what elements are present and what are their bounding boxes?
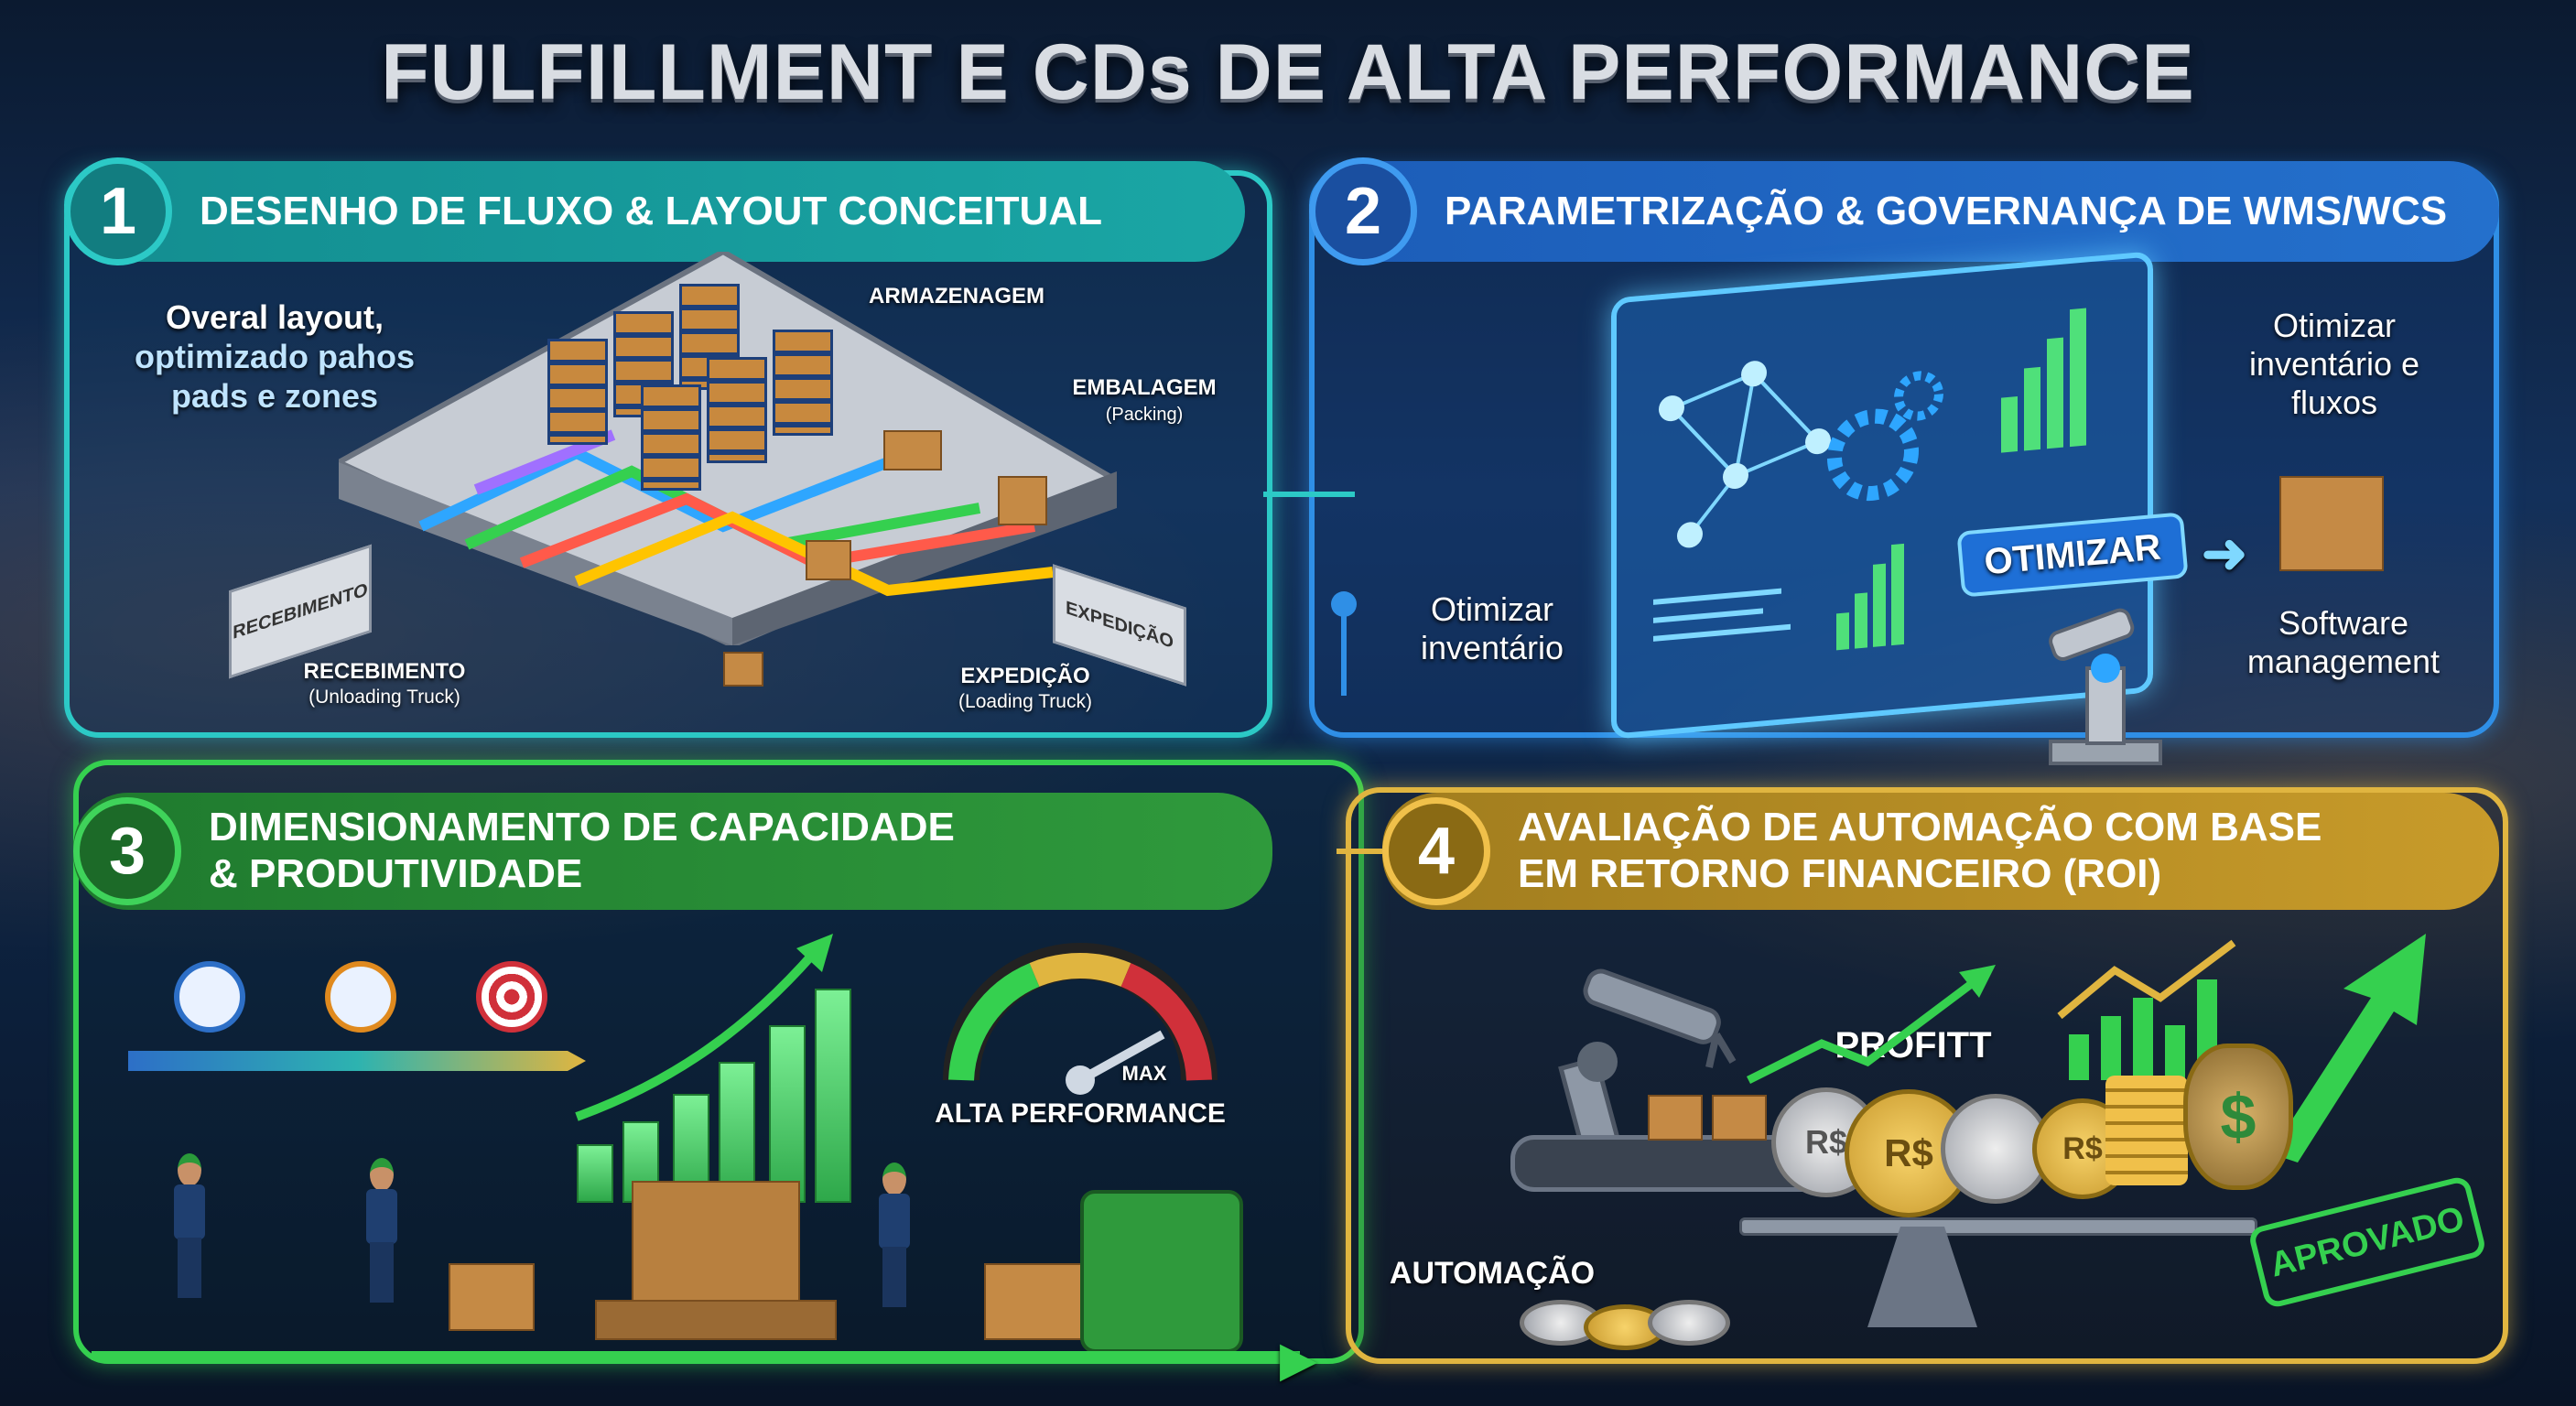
zone-expedicao-sub: (Loading Truck): [958, 691, 1092, 712]
section-2-title: PARAMETRIZAÇÃO & GOVERNANÇA DE WMS/WCS: [1445, 188, 2448, 233]
zone-embalagem-sub: (Packing): [1105, 405, 1184, 425]
zone-expedicao: EXPEDIÇÃO: [960, 664, 1090, 688]
section-3-number: 3: [73, 797, 181, 905]
performance-gauge-icon: [943, 943, 1218, 1095]
storage-rack: [707, 357, 767, 463]
forklift-icon: [1080, 1190, 1243, 1353]
package-icon: [2279, 476, 2384, 571]
automacao-label: AUTOMAÇÃO: [1389, 1256, 1596, 1291]
arrow-right-icon: ▶: [1280, 1334, 1316, 1385]
section-1-header: 1 DESENHO DE FLUXO & LAYOUT CONCEITUAL: [64, 157, 1245, 265]
layout-callout-line1: Overal layout,: [165, 298, 384, 336]
package: [806, 540, 851, 580]
wms-left-label-line1: Otimizar: [1431, 590, 1553, 628]
wms-left-label-line2: inventário: [1420, 629, 1564, 666]
growth-bar: [577, 1144, 613, 1203]
arrow-right-icon: ➜: [2201, 523, 2248, 584]
trend-arrow-icon: [575, 934, 833, 1121]
gauge-label: ALTA PERFORMANCE: [935, 1098, 1226, 1129]
section-3-title-line1: DIMENSIONAMENTO DE CAPACIDADE: [209, 805, 955, 850]
section-2-number: 2: [1309, 157, 1417, 265]
section-2-header: 2 PARAMETRIZAÇÃO & GOVERNANÇA DE WMS/WCS: [1309, 157, 2499, 265]
package: [998, 476, 1047, 525]
timeline-arrow: [128, 1051, 586, 1071]
layout-callout-line2: optimizado pahos: [135, 338, 415, 376]
section-1-number: 1: [64, 157, 172, 265]
section-4-title: AVALIAÇÃO DE AUTOMAÇÃO COM BASE EM RETOR…: [1518, 805, 2322, 897]
zone-recebimento: RECEBIMENTO: [303, 659, 466, 684]
zone-armazenagem: ARMAZENAGEM: [869, 284, 1044, 308]
zone-embalagem: EMBALAGEM: [1072, 375, 1217, 400]
package: [1712, 1095, 1767, 1141]
wms-right-label-line1: Otimizar: [2273, 307, 2396, 344]
layout-callout-line3: pads e zones: [170, 377, 379, 416]
page-title: FULFILLMENT E CDs DE ALTA PERFORMANCE: [381, 28, 2195, 116]
wms-bottom-label-line1: Software: [2278, 604, 2409, 642]
wooden-crate: [632, 1181, 800, 1322]
wms-right-label-line2: inventário e: [2248, 345, 2420, 383]
timer-icon: [325, 961, 396, 1033]
gauge-max: MAX: [1121, 1062, 1167, 1085]
section-3-header: 3 DIMENSIONAMENTO DE CAPACIDADE & PRODUT…: [73, 793, 1272, 910]
package: [449, 1263, 535, 1331]
package: [883, 430, 942, 470]
package: [1648, 1095, 1703, 1141]
coin-icon: [1648, 1300, 1730, 1346]
wms-screen: [1611, 251, 2153, 740]
section-4-header: 4 AVALIAÇÃO DE AUTOMAÇÃO COM BASE EM RET…: [1382, 793, 2499, 910]
wms-bottom-label: Software management: [2215, 604, 2472, 681]
clock-icon: [174, 961, 245, 1033]
section-4-title-line1: AVALIAÇÃO DE AUTOMAÇÃO COM BASE: [1518, 805, 2322, 850]
big-growth-arrow-icon: [2270, 934, 2426, 1163]
balance-scale-beam: [1739, 1217, 2257, 1236]
growth-bar: [769, 1025, 806, 1203]
worker-figure: [174, 1153, 205, 1300]
money-bag-icon: $: [2183, 1044, 2293, 1190]
target-icon: [476, 961, 547, 1033]
package: [723, 652, 763, 687]
storage-rack: [773, 330, 833, 436]
section-3-title: DIMENSIONAMENTO DE CAPACIDADE & PRODUTIV…: [209, 805, 955, 897]
storage-rack: [547, 339, 608, 445]
worker-figure: [366, 1158, 397, 1304]
section-3-title-line2: & PRODUTIVIDADE: [209, 851, 583, 896]
package: [984, 1263, 1088, 1340]
section-4-title-line2: EM RETORNO FINANCEIRO (ROI): [1518, 851, 2162, 896]
wms-left-label: Otimizar inventário: [1373, 590, 1611, 667]
worker-figure: [879, 1163, 910, 1309]
growth-bar: [815, 989, 851, 1203]
zone-recebimento-sub: (Unloading Truck): [308, 687, 460, 708]
coin-stack-icon: [2105, 1076, 2188, 1185]
pallet: [595, 1300, 837, 1340]
layout-callout: Overal layout, optimizado pahos pads e z…: [101, 297, 449, 416]
wms-right-label: Otimizar inventário e fluxos: [2197, 307, 2472, 422]
network-graph-icon: [1653, 308, 2086, 651]
floor-line: [92, 1351, 1300, 1360]
section-1-title: DESENHO DE FLUXO & LAYOUT CONCEITUAL: [200, 188, 1102, 233]
wms-right-label-line3: fluxos: [2290, 384, 2378, 421]
storage-rack: [641, 384, 701, 491]
trend-arrow-icon: [1746, 965, 1996, 1085]
robot-arm-icon: [2049, 608, 2162, 765]
wms-bottom-label-line2: management: [2246, 643, 2441, 680]
section-4-number: 4: [1382, 797, 1490, 905]
